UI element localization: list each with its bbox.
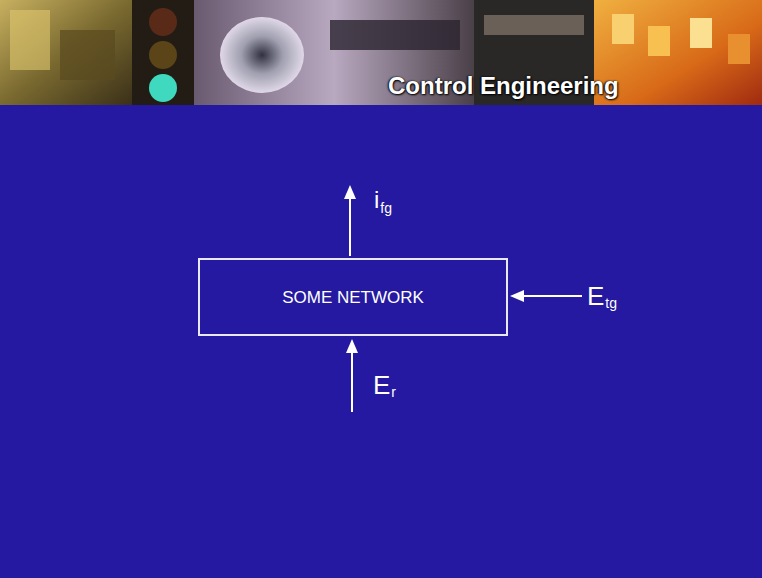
signal-name: E [587, 283, 604, 309]
banner-title: Control Engineering [388, 74, 619, 98]
arrow-head [346, 339, 358, 353]
arrow-head [510, 290, 524, 302]
output-arrow [349, 196, 351, 256]
input-arrow [351, 349, 353, 412]
signal-name: E [373, 372, 390, 398]
input-arrow [520, 295, 582, 297]
signal-subscript: tg [605, 296, 617, 310]
signal-subscript: fg [380, 201, 392, 215]
signal-name: i [374, 188, 379, 212]
signal-subscript: r [391, 385, 396, 399]
arrow-head [344, 185, 356, 199]
banner-collage [0, 0, 762, 105]
box-label: SOME NETWORK [282, 289, 424, 306]
network-box: SOME NETWORK [198, 258, 508, 336]
